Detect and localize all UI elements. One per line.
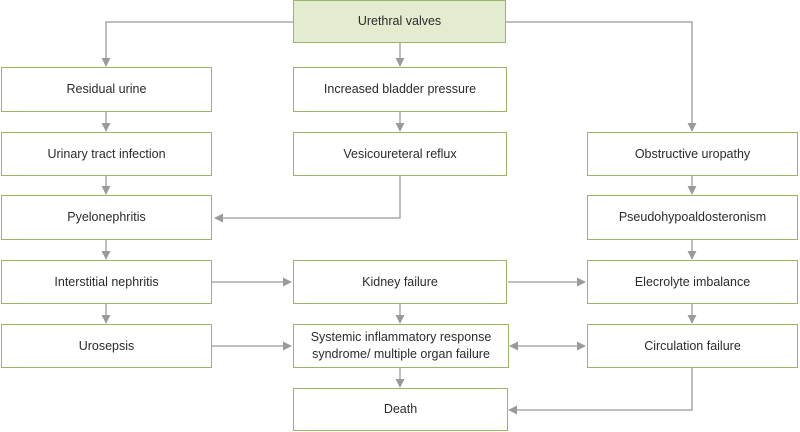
edge-valves-to-obstructive-uropathy xyxy=(506,21,697,132)
node-label: Pyelonephritis xyxy=(67,210,146,225)
node-circulation-failure: Circulation failure xyxy=(587,324,798,368)
node-label: Residual urine xyxy=(66,82,147,97)
node-label: Urinary tract infection xyxy=(47,146,166,161)
node-vesicoureteral-reflux: Vesicoureteral reflux xyxy=(293,132,507,176)
node-pyelonephritis: Pyelonephritis xyxy=(1,195,212,240)
node-label: Vesicoureteral reflux xyxy=(343,146,457,161)
node-label-line-2: syndrome/ multiple organ failure xyxy=(312,347,490,361)
edge-circulation-to-death xyxy=(508,368,693,415)
node-urosepsis: Urosepsis xyxy=(1,324,212,368)
node-label: Kidney failure xyxy=(362,274,438,289)
node-label: Death xyxy=(383,402,418,417)
node-pseudohypoaldosteronism: Pseudohypoaldosteronism xyxy=(587,195,798,240)
node-label: Urethral valves xyxy=(357,14,442,29)
node-electrolyte-imbalance: Elecrolyte imbalance xyxy=(587,260,798,304)
edge-reflux-to-pyelonephritis xyxy=(214,176,401,223)
node-label: Obstructive uropathy xyxy=(634,146,751,161)
node-label: Increased bladder pressure xyxy=(323,82,477,97)
edge-valves-to-residual-urine xyxy=(101,21,293,67)
node-label: Interstitial nephritis xyxy=(54,274,159,289)
node-label: Urosepsis xyxy=(78,338,135,353)
node-label: Pseudohypoaldosteronism xyxy=(618,210,767,225)
node-kidney-failure: Kidney failure xyxy=(293,260,507,304)
node-label: Elecrolyte imbalance xyxy=(634,274,751,289)
node-urinary-tract-infection: Urinary tract infection xyxy=(1,132,212,176)
node-urethral-valves: Urethral valves xyxy=(293,0,506,43)
node-residual-urine: Residual urine xyxy=(1,67,212,112)
node-obstructive-uropathy: Obstructive uropathy xyxy=(587,132,798,176)
node-label: Circulation failure xyxy=(644,338,741,353)
node-death: Death xyxy=(293,388,508,431)
node-interstitial-nephritis: Interstitial nephritis xyxy=(1,260,212,304)
node-increased-bladder-pressure: Increased bladder pressure xyxy=(293,67,507,112)
node-label-line-1: Systemic inflammatory response xyxy=(310,330,492,345)
node-sirs-multiple-organ-failure: Systemic inflammatory response syndrome/… xyxy=(293,324,509,368)
